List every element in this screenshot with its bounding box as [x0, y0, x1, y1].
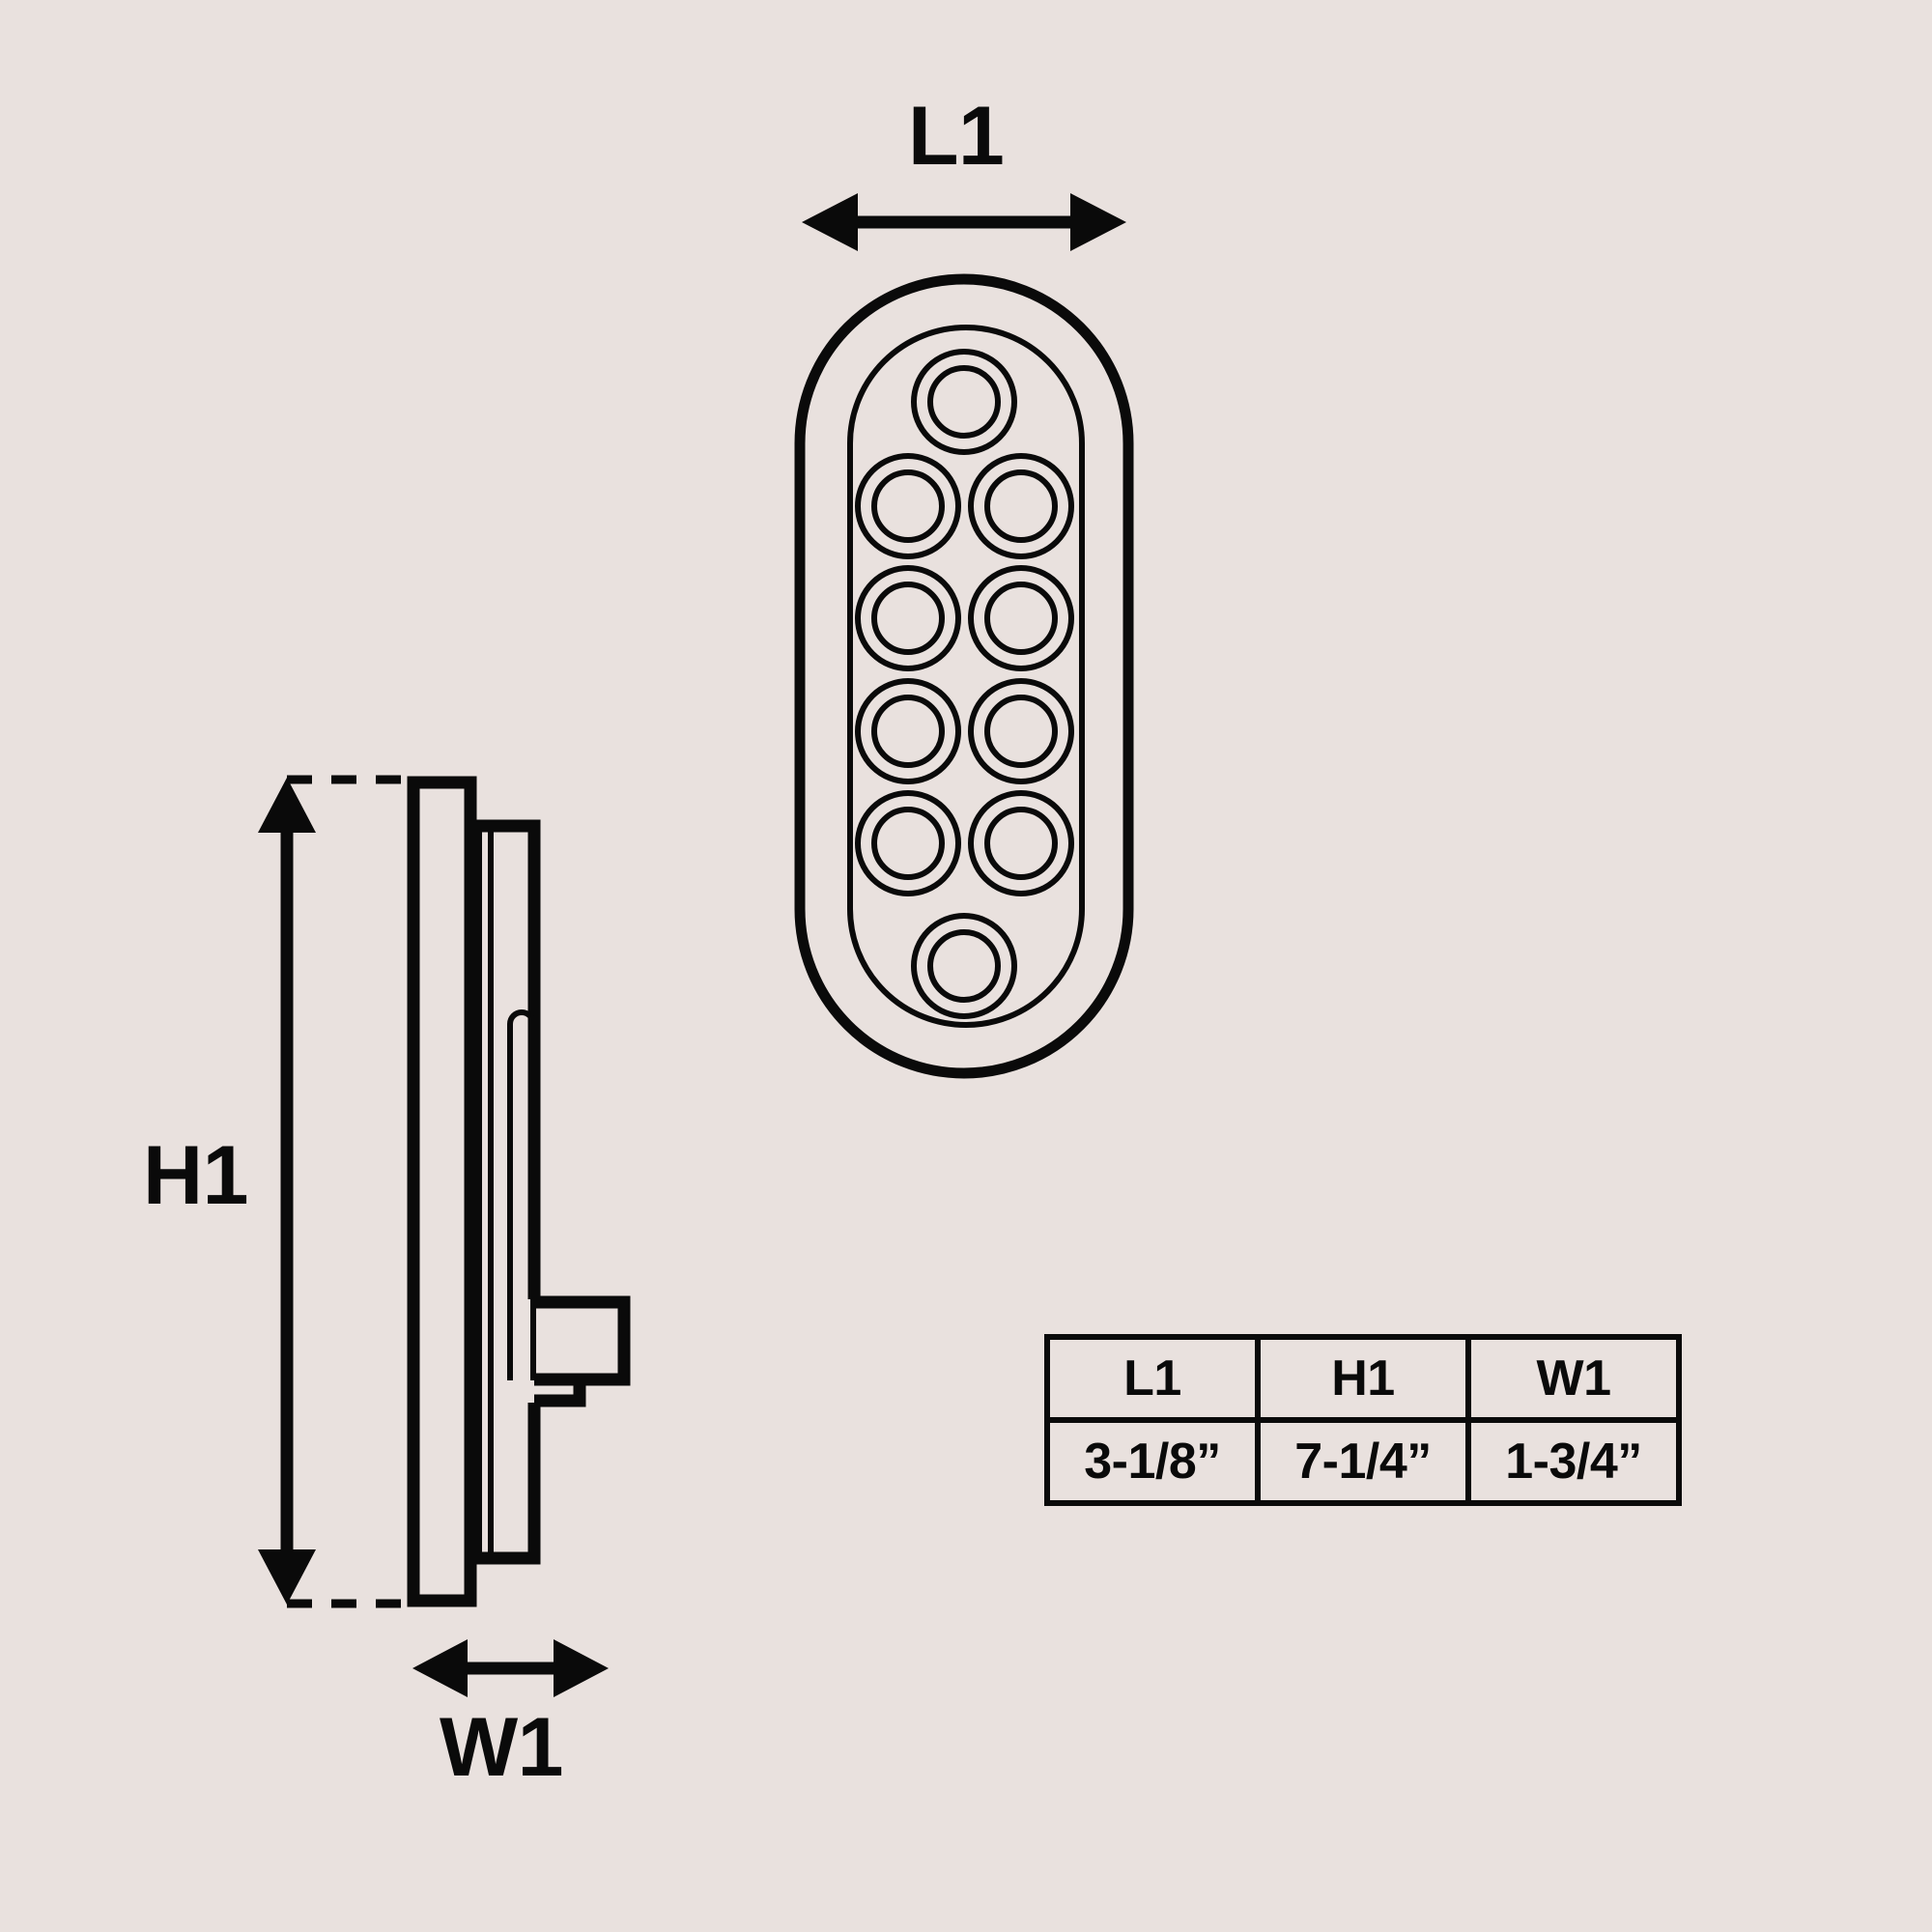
keypad-inner-face: [847, 325, 1085, 1028]
w1-arrow-head-left: [412, 1639, 468, 1697]
keypad-button[interactable]: [911, 349, 1017, 455]
button-inner-circle: [984, 695, 1058, 768]
dimension-spec-table: L1 H1 W1 3-1/8” 7-1/4” 1-3/4”: [1044, 1334, 1682, 1506]
keypad-button[interactable]: [855, 790, 961, 896]
button-outer-ring: [968, 453, 1074, 559]
button-outer-ring: [855, 453, 961, 559]
button-inner-circle: [871, 582, 945, 655]
h1-dimension-label: H1: [143, 1129, 248, 1222]
l1-arrow-head-left: [802, 193, 858, 251]
h1-arrow-head-top: [258, 778, 316, 833]
latch-bolt-outline: [534, 1295, 631, 1386]
keypad-button[interactable]: [855, 565, 961, 671]
button-outer-ring: [855, 790, 961, 896]
table-value-cell: 3-1/8”: [1044, 1417, 1261, 1506]
front-keypad-view: [794, 273, 1134, 1079]
keypad-button[interactable]: [968, 565, 1074, 671]
button-inner-circle: [871, 695, 945, 768]
button-outer-ring: [968, 790, 1074, 896]
button-inner-circle: [927, 365, 1001, 439]
w1-dimension-arrow: [412, 1639, 609, 1697]
button-outer-ring: [855, 678, 961, 784]
l1-dimension-label: L1: [908, 90, 1005, 183]
button-outer-ring: [855, 565, 961, 671]
table-header-cell: H1: [1255, 1334, 1471, 1423]
table-row: 3-1/8” 7-1/4” 1-3/4”: [1044, 1417, 1682, 1506]
button-outer-ring: [968, 565, 1074, 671]
keypad-button[interactable]: [855, 453, 961, 559]
table-header-row: L1 H1 W1: [1044, 1334, 1682, 1423]
table-value-cell: 7-1/4”: [1255, 1417, 1471, 1506]
lock-body-lower-outline: [470, 1403, 541, 1565]
side-profile-view: [407, 776, 631, 1607]
button-outer-ring: [968, 678, 1074, 784]
button-outer-ring: [911, 913, 1017, 1019]
button-inner-circle: [871, 469, 945, 543]
h1-arrow-head-bottom: [258, 1549, 316, 1605]
button-inner-circle: [984, 582, 1058, 655]
keypad-button[interactable]: [911, 913, 1017, 1019]
keypad-button[interactable]: [968, 453, 1074, 559]
table-header-cell: W1: [1465, 1334, 1682, 1423]
table-value-cell: 1-3/4”: [1465, 1417, 1682, 1506]
faceplate-outline: [407, 776, 477, 1607]
keypad-button[interactable]: [855, 678, 961, 784]
latch-tab-outline: [534, 1373, 586, 1407]
w1-arrow-head-right: [554, 1639, 609, 1697]
button-inner-circle: [927, 929, 1001, 1003]
button-outer-ring: [911, 349, 1017, 455]
keypad-button[interactable]: [968, 790, 1074, 896]
table-header-cell: L1: [1044, 1334, 1261, 1423]
h1-dimension-arrow: [258, 775, 411, 1608]
button-inner-circle: [984, 469, 1058, 543]
keypad-outer-shell: [794, 273, 1134, 1079]
l1-arrow-head-right: [1070, 193, 1126, 251]
face-slot-outline: [507, 1009, 536, 1380]
button-inner-circle: [871, 807, 945, 880]
w1-dimension-label: W1: [440, 1701, 564, 1794]
l1-dimension-arrow: [802, 193, 1126, 251]
button-inner-circle: [984, 807, 1058, 880]
keypad-button[interactable]: [968, 678, 1074, 784]
